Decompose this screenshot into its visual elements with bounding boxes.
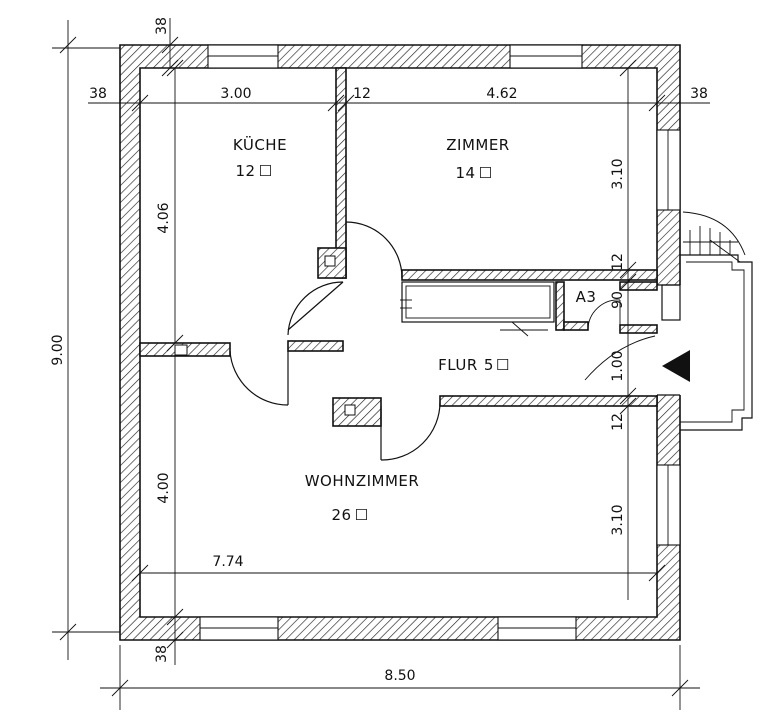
- area-value: 14: [455, 164, 475, 182]
- room-area-kueche: 12☐: [235, 162, 272, 180]
- window-bottom-left: [199, 616, 279, 641]
- area-value: 5: [484, 356, 494, 374]
- dim-left-wall-top: 38: [89, 86, 107, 102]
- dim-a3-depth: 90: [610, 291, 626, 309]
- area-unit-icon: ☐: [479, 164, 493, 182]
- area-unit-icon: ☐: [496, 356, 510, 374]
- dim-kueche-depth: 4.06: [156, 202, 172, 233]
- outer-walls: [119, 44, 681, 641]
- wall-wohnzimmer-top: [439, 395, 658, 407]
- window-right-zimmer: [656, 129, 681, 211]
- dimension-lines: [52, 18, 710, 710]
- area-value: 12: [235, 162, 255, 180]
- dim-flur-width: 1.00: [610, 350, 626, 381]
- dim-wohnzimmer-depth-left: 4.00: [156, 472, 172, 503]
- wall-a3-bottom: [563, 321, 589, 331]
- dim-zimmer-depth: 3.10: [610, 158, 626, 189]
- dim-partition: 12: [353, 86, 371, 102]
- wall-kueche-bottom-mid: [287, 340, 344, 352]
- wall-flur-post-bottom: [332, 397, 382, 427]
- dim-total-height: 9.00: [50, 334, 66, 365]
- room-name-wohnzimmer: WOHNZIMMER: [305, 472, 420, 490]
- dim-kueche-width: 3.00: [220, 86, 251, 102]
- window-top-kueche: [207, 44, 279, 69]
- room-area-wohnzimmer: 26☐: [331, 506, 368, 524]
- entrance-opening: [656, 285, 682, 395]
- area-unit-icon: ☐: [259, 162, 273, 180]
- flur-cabinet: [400, 281, 555, 337]
- window-right-wohnzimmer: [656, 464, 681, 546]
- dim-flur-partition-bottom: 12: [610, 413, 626, 431]
- dim-top-wall: 38: [154, 17, 170, 35]
- windows: [199, 44, 681, 641]
- wall-a3-left: [555, 281, 565, 331]
- dim-total-width: 8.50: [384, 668, 415, 684]
- dim-bottom-wall: 38: [154, 645, 170, 663]
- dim-wohnzimmer-width: 7.74: [212, 554, 243, 570]
- entrance-arrow-icon: [662, 350, 690, 382]
- area-unit-icon: ☐: [355, 506, 369, 524]
- doors: [229, 221, 656, 461]
- window-bottom-right: [497, 616, 577, 641]
- wall-kueche-zimmer: [335, 67, 347, 279]
- wall-a3-right-stub: [619, 281, 658, 291]
- wall-a3-right-lower: [619, 324, 658, 334]
- room-name-zimmer: ZIMMER: [446, 136, 509, 154]
- dim-wohnzimmer-depth-right: 3.10: [610, 504, 626, 535]
- room-name-a3: A3: [576, 288, 597, 306]
- entrance-porch: [661, 211, 753, 431]
- dim-zimmer-width: 4.62: [486, 86, 517, 102]
- dim-right-wall-top: 38: [690, 86, 708, 102]
- window-top-zimmer: [509, 44, 583, 69]
- dim-flur-partition-top: 12: [610, 253, 626, 271]
- room-name-kueche: KÜCHE: [233, 135, 287, 154]
- area-value: 26: [331, 506, 351, 524]
- room-area-zimmer: 14☐: [455, 164, 492, 182]
- interior-walls: [139, 67, 658, 427]
